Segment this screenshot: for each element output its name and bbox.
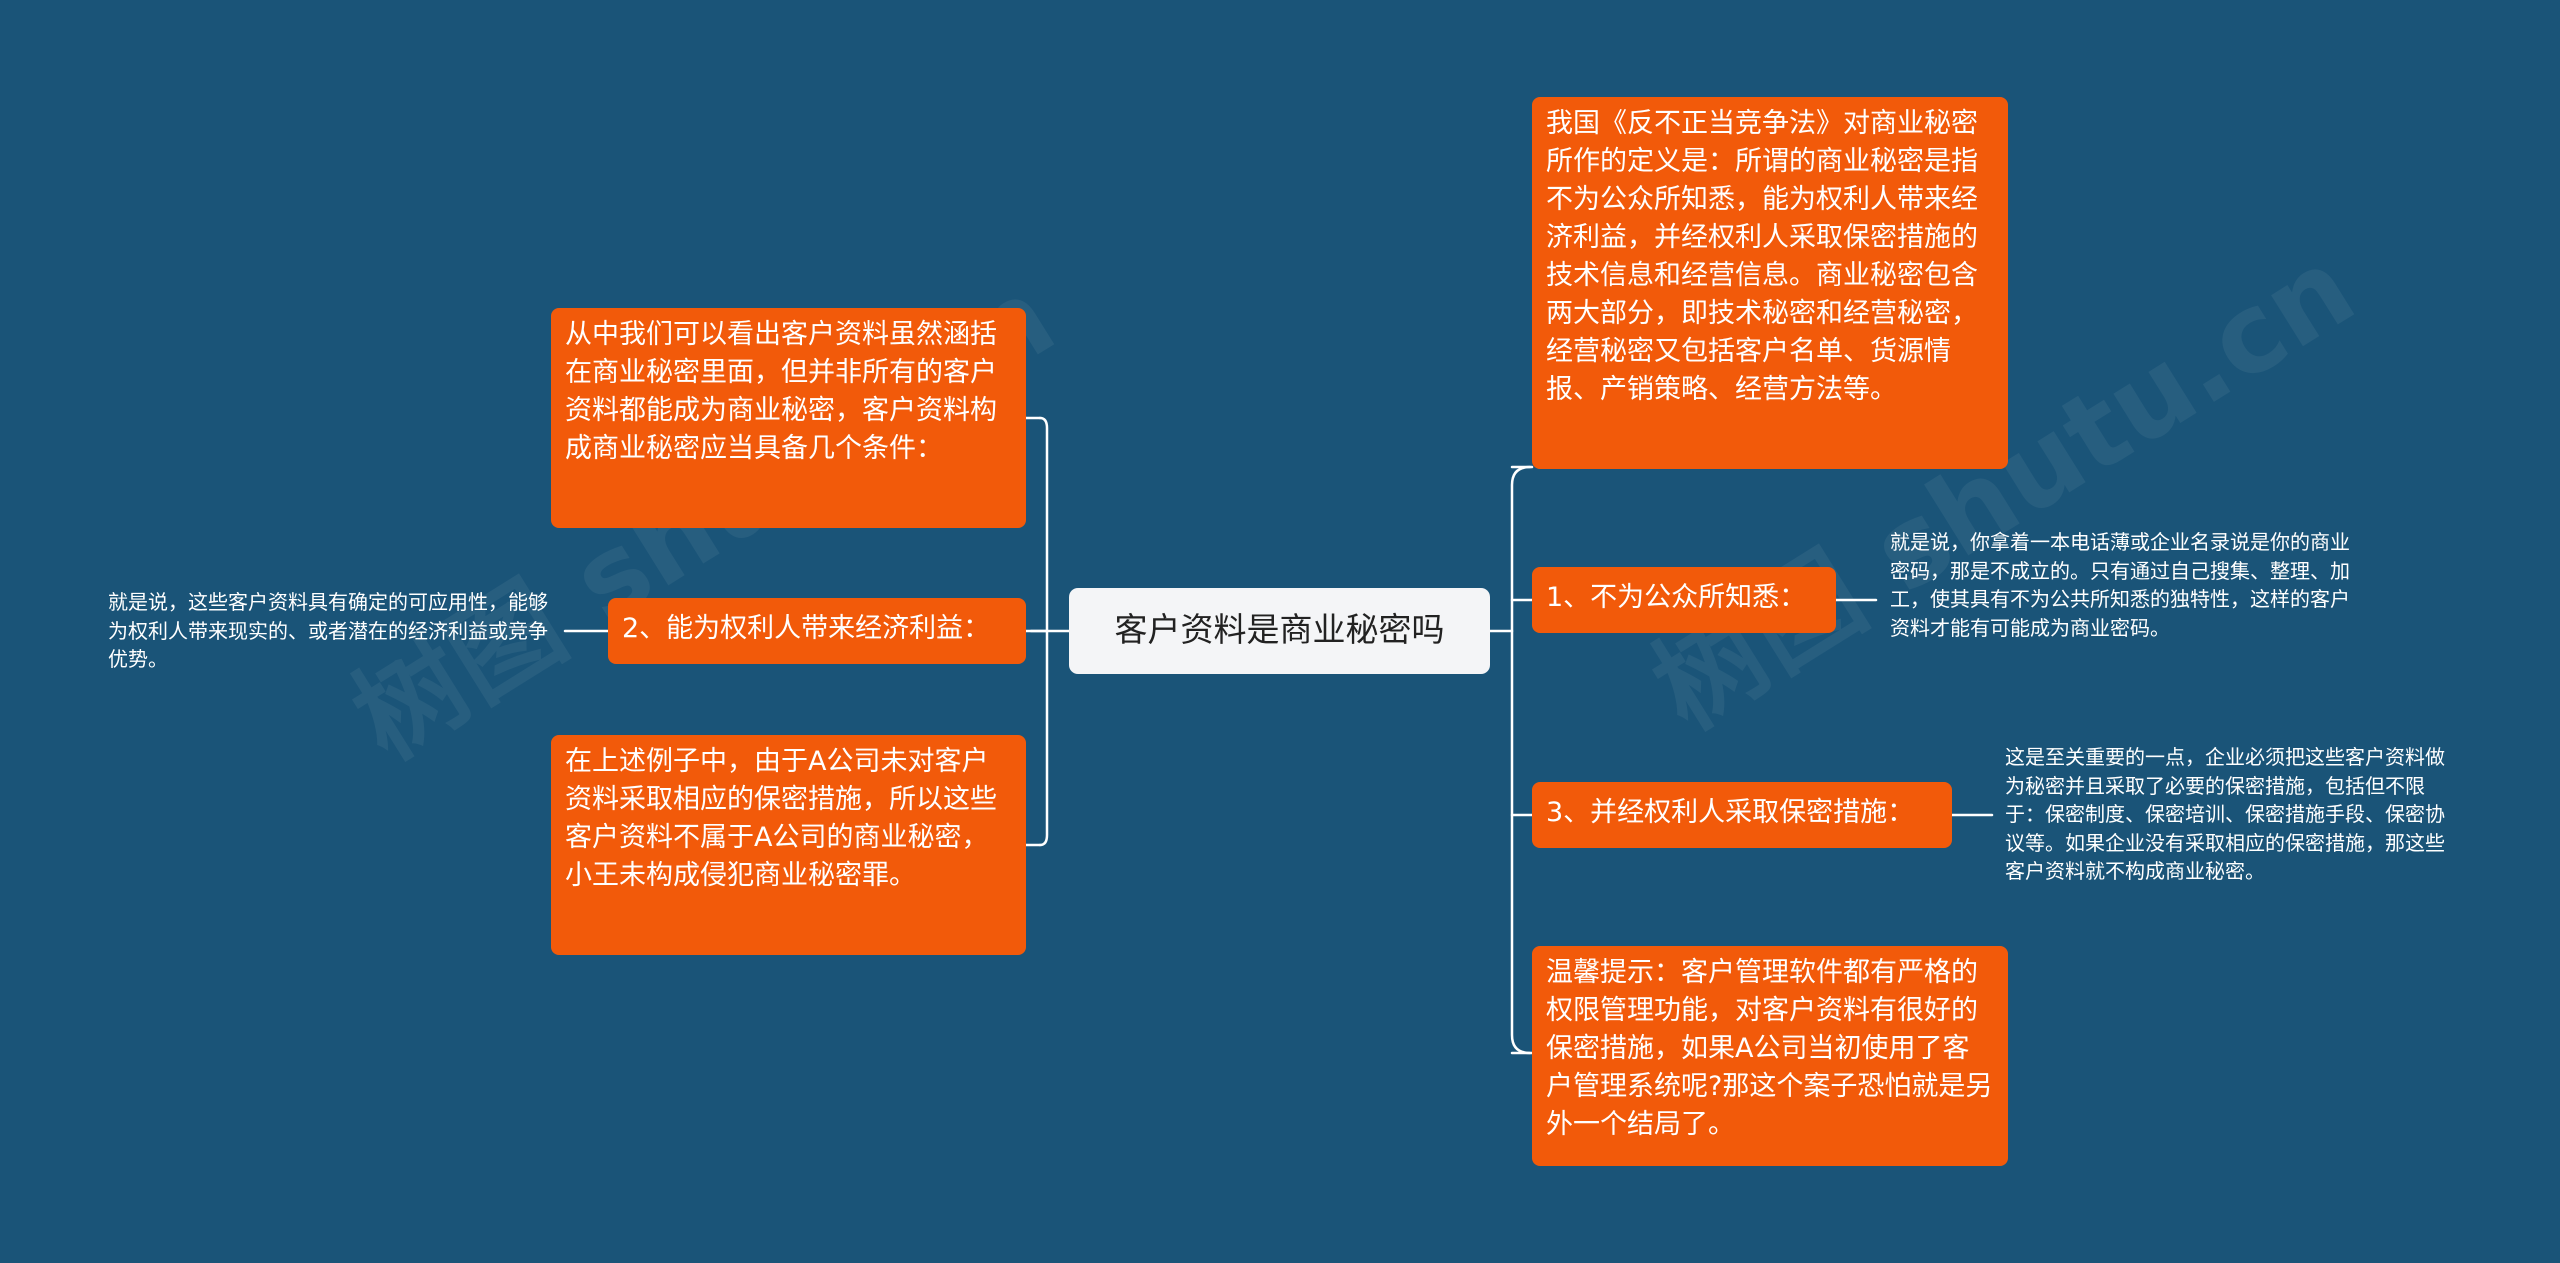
node-tip[interactable]: 温馨提示：客户管理软件都有严格的权限管理功能，对客户资料有很好的保密措施，如果A… — [1532, 946, 2008, 1166]
note-not-publicly-known: 就是说，你拿着一本电话薄或企业名录说是你的商业密码，那是不成立的。只有通过自己搜… — [1890, 530, 2350, 640]
note-confidentiality-measures: 这是至关重要的一点，企业必须把这些客户资料做为秘密并且采取了必要的保密措施，包括… — [2005, 745, 2445, 883]
connector-right-bracket — [1510, 465, 1532, 1055]
node-definition[interactable]: 我国《反不正当竞争法》对商业秘密所作的定义是：所谓的商业秘密是指不为公众所知悉，… — [1532, 97, 2008, 469]
node-conditions[interactable]: 从中我们可以看出客户资料虽然涵括在商业秘密里面，但并非所有的客户资料都能成为商业… — [551, 308, 1026, 528]
node-not-publicly-known[interactable]: 1、不为公众所知悉： — [1532, 567, 1836, 633]
central-topic[interactable]: 客户资料是商业秘密吗 — [1069, 588, 1490, 674]
node-economic-benefit[interactable]: 2、能为权利人带来经济利益： — [608, 598, 1026, 664]
note-economic-benefit: 就是说，这些客户资料具有确定的可应用性，能够为权利人带来现实的、或者潜在的经济利… — [108, 590, 548, 671]
node-confidentiality-measures[interactable]: 3、并经权利人采取保密措施： — [1532, 782, 1952, 848]
node-example[interactable]: 在上述例子中，由于A公司未对客户资料采取相应的保密措施，所以这些客户资料不属于A… — [551, 735, 1026, 955]
